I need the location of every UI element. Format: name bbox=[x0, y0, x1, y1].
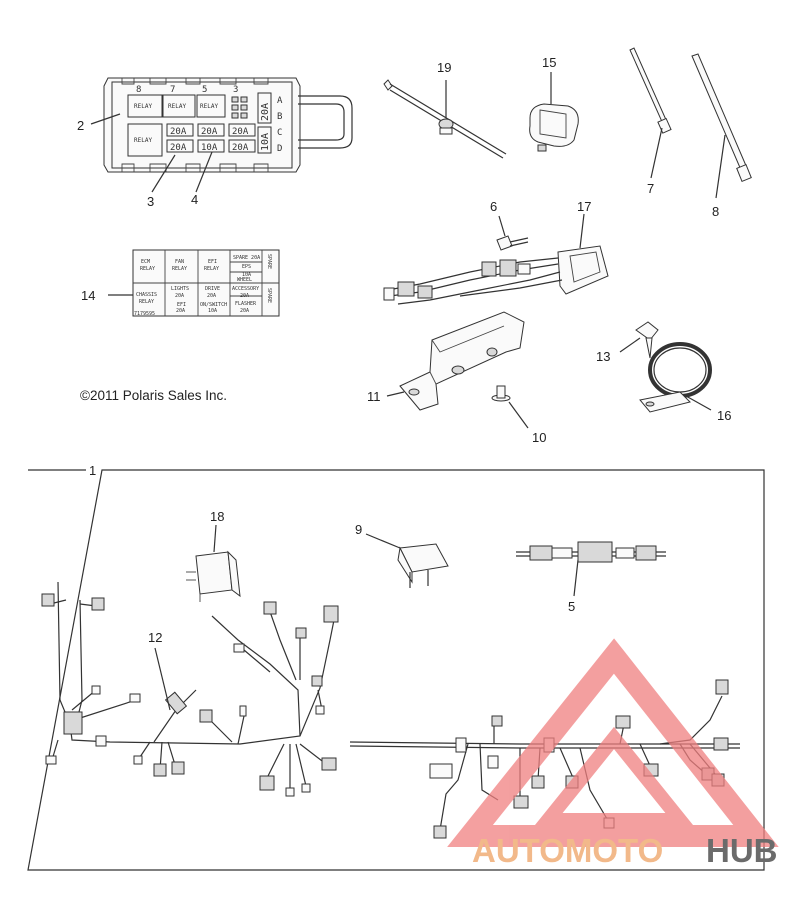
callout-8: 8 bbox=[712, 204, 719, 219]
callout-12: 12 bbox=[148, 630, 162, 645]
relay-label-3: RELAY bbox=[200, 103, 218, 110]
main-harness-12 bbox=[41, 581, 339, 797]
decal-accessory: ACCESSORY bbox=[232, 286, 259, 292]
jumper-harness-5 bbox=[516, 541, 666, 597]
fuse-row-b: B bbox=[277, 112, 282, 122]
bracket-11 bbox=[386, 311, 525, 411]
decal-efi-2: RELAY bbox=[204, 266, 219, 272]
watermark-text-hub: HUB bbox=[706, 832, 778, 869]
circuit-breaker-9 bbox=[365, 533, 449, 588]
fuse-decal: ECM RELAY FAN RELAY EFI RELAY CHASSIS RE… bbox=[108, 249, 280, 317]
callout-15: 15 bbox=[542, 55, 556, 70]
callout-6: 6 bbox=[490, 199, 497, 214]
decal-fan-2: RELAY bbox=[172, 266, 187, 272]
decal-efi20-2: 20A bbox=[176, 308, 185, 314]
fuse-right-top: 20A bbox=[260, 103, 271, 121]
decal-side-label-1: SPARE bbox=[266, 254, 272, 269]
decal-eps: EPS bbox=[242, 264, 251, 270]
decal-drive-1: DRIVE bbox=[205, 286, 220, 292]
decal-accessory-20a: 20A bbox=[240, 293, 249, 299]
callout-14: 14 bbox=[81, 288, 95, 303]
decal-lights-1: LIGHTS bbox=[171, 286, 189, 292]
decal-ecm-2: RELAY bbox=[140, 266, 155, 272]
callout-labels: 2 3 4 19 15 7 8 6 17 14 13 16 11 10 1 18… bbox=[77, 55, 731, 645]
fuse-right-bottom: 10A bbox=[260, 133, 271, 151]
callout-19: 19 bbox=[437, 60, 451, 75]
callout-13: 13 bbox=[596, 349, 610, 364]
fuse-row-c: C bbox=[277, 128, 282, 138]
screw-10 bbox=[491, 385, 529, 429]
fuse-box: 8 7 5 3 RELAY RELAY RELAY RELAY 20A 20A … bbox=[90, 77, 353, 193]
callout-4: 4 bbox=[191, 192, 198, 207]
decal-efi-1: EFI bbox=[208, 259, 217, 265]
harness-kit-frame bbox=[27, 469, 765, 871]
callout-17: 17 bbox=[577, 199, 591, 214]
push-clip-13 bbox=[619, 321, 659, 359]
decal-onswitch-2: 10A bbox=[208, 308, 217, 314]
adapter-harness-17 bbox=[383, 213, 609, 305]
fuse-c2: 20A bbox=[201, 127, 218, 137]
fuse-row-a: A bbox=[277, 96, 283, 106]
automotohub-watermark bbox=[447, 638, 779, 847]
decal-ecm-1: ECM bbox=[141, 259, 150, 265]
p-clamp-16 bbox=[639, 342, 712, 413]
fuse-box-number-5: 5 bbox=[202, 85, 207, 95]
fuse-d2: 10A bbox=[201, 143, 218, 153]
fuse-box-number-8: 8 bbox=[136, 85, 141, 95]
decal-flasher: FLASHER bbox=[235, 301, 257, 307]
relay-label-2: RELAY bbox=[168, 103, 186, 110]
decal-side-label-2: SPARE bbox=[266, 288, 272, 303]
decal-onswitch-1: ON/SWITCH bbox=[200, 302, 227, 308]
decal-chassis-1: CHASSIS bbox=[136, 292, 157, 298]
decal-drive-2: 20A bbox=[207, 293, 216, 299]
relay-18 bbox=[186, 524, 241, 602]
cable-tie-8 bbox=[691, 53, 752, 199]
decal-wheel: WHEEL bbox=[237, 277, 252, 283]
watermark-text-automoto: AUTOMOTO bbox=[472, 832, 663, 869]
cable-tie-clip bbox=[383, 79, 507, 159]
callout-9: 9 bbox=[355, 522, 362, 537]
callout-2: 2 bbox=[77, 118, 84, 133]
callout-5: 5 bbox=[568, 599, 575, 614]
copyright-text: ©2011 Polaris Sales Inc. bbox=[80, 388, 227, 403]
callout-11: 11 bbox=[367, 389, 381, 404]
watermark-logo-text: AUTOMOTO HUB bbox=[472, 832, 778, 869]
callout-16: 16 bbox=[717, 408, 731, 423]
relay-label-4: RELAY bbox=[134, 137, 152, 144]
callout-1: 1 bbox=[89, 463, 96, 478]
fuse-box-number-3: 3 bbox=[233, 85, 238, 95]
decal-lights-2: 20A bbox=[175, 293, 184, 299]
fuse-d3: 20A bbox=[232, 143, 249, 153]
fuse-row-d: D bbox=[277, 144, 282, 154]
callout-18: 18 bbox=[210, 509, 224, 524]
callout-10: 10 bbox=[532, 430, 546, 445]
relay-label-1: RELAY bbox=[134, 103, 152, 110]
decal-efi20-1: EFI bbox=[177, 302, 186, 308]
decal-eps-10a: 10A bbox=[242, 272, 251, 278]
fuse-c3: 20A bbox=[232, 127, 249, 137]
decal-flasher-20a: 20A bbox=[240, 308, 249, 314]
decal-part-no: 7179595 bbox=[134, 311, 155, 317]
decal-fan-1: FAN bbox=[175, 259, 184, 265]
connector-15 bbox=[529, 72, 579, 152]
decal-chassis-2: RELAY bbox=[139, 299, 154, 305]
callout-7: 7 bbox=[647, 181, 654, 196]
fuse-c1: 20A bbox=[170, 127, 187, 137]
decal-spare-20a: SPARE 20A bbox=[233, 255, 260, 261]
cable-tie-7 bbox=[629, 47, 672, 179]
fuse-box-number-7: 7 bbox=[170, 85, 175, 95]
fuse-d1: 20A bbox=[170, 143, 187, 153]
callout-3: 3 bbox=[147, 194, 154, 209]
